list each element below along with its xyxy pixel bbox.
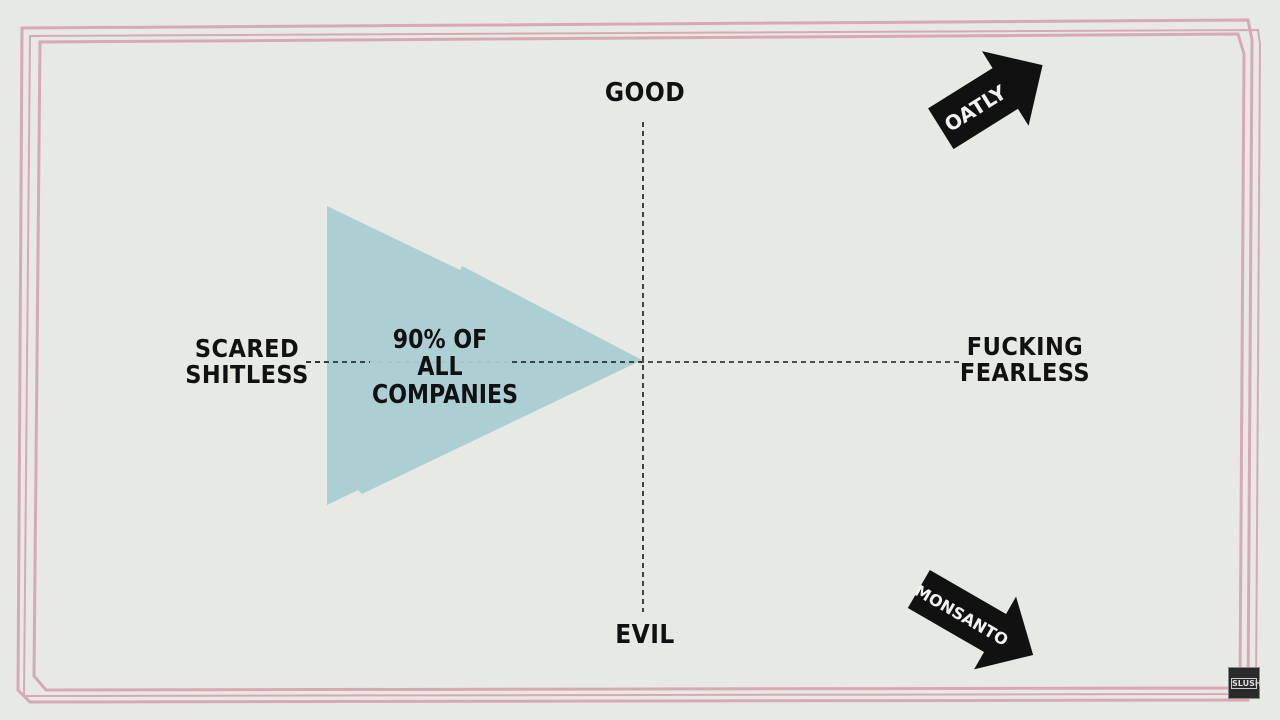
region-label-line1: 90% OF ALL <box>392 325 488 383</box>
oatly-arrow: OATLY <box>928 51 1043 150</box>
companies-region <box>327 206 642 505</box>
axis-label-left-line2: SHITLESS <box>185 360 309 390</box>
monsanto-arrow: MONSANTO <box>907 569 1034 670</box>
axis-label-right-line1: FUCKING <box>966 332 1084 361</box>
region-label: 90% OF ALL COMPANIES <box>372 325 519 410</box>
axis-label-evil: EVIL <box>615 620 675 650</box>
region-label-line2: COMPANIES <box>372 379 519 410</box>
axis-label-fucking-fearless: FUCKING FEARLESS <box>958 332 1093 388</box>
axis-label-scared-shitless: SCARED SHITLESS <box>180 334 315 390</box>
axis-label-good: GOOD <box>604 78 686 108</box>
slush-logo-text: SLUSH <box>1231 678 1262 689</box>
axis-label-right-line2: FEARLESS <box>959 358 1091 388</box>
axis-label-left-line1: SCARED <box>194 334 300 363</box>
slush-logo: SLUSH <box>1228 667 1262 699</box>
